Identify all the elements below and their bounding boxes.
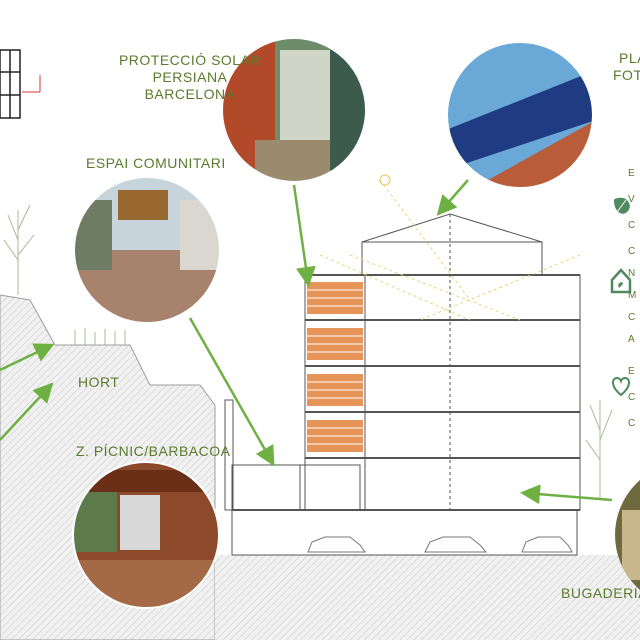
label-proteccio-line3: BARCELONA (144, 86, 236, 102)
label-plaques-line1: PLA (619, 50, 640, 66)
vegetation (3, 204, 613, 500)
building-section (224, 213, 581, 556)
side-letter: C (628, 392, 636, 403)
label-bugaderia: BUGADERIA (561, 585, 640, 601)
plan-thumbnail (0, 49, 21, 119)
side-letter: M (628, 290, 637, 301)
side-letters: E V C C N M C A E C C (628, 168, 640, 430)
label-espai-comunitari: ESPAI COMUNITARI (86, 155, 226, 171)
label-proteccio-solar: PROTECCIÓ SOLAR PERSIANA BARCELONA (100, 52, 280, 103)
label-hort: HORT (78, 374, 120, 390)
side-letter: E (628, 366, 635, 377)
side-letter: N (628, 268, 636, 279)
ground-hatch-right (215, 555, 640, 640)
sun-lines (319, 179, 581, 321)
label-proteccio-line2: PERSIANA (152, 69, 228, 85)
side-letter: A (628, 334, 635, 345)
label-proteccio-line1: PROTECCIÓ SOLAR (118, 52, 262, 68)
label-picnic: Z. PÍCNIC/BARBACOA (76, 443, 231, 459)
leaf-icon (613, 197, 630, 217)
photo-picnic-barbacoa (73, 462, 219, 608)
label-plaques-line2: FOTOVO (613, 67, 640, 83)
side-letter: C (628, 312, 636, 323)
label-plaques: PLA FOTOVO (613, 50, 640, 84)
side-letter: V (628, 194, 635, 205)
side-letter: E (628, 168, 635, 179)
house-icon (610, 268, 632, 294)
side-letter: C (628, 220, 636, 231)
leader-arrows (0, 179, 613, 505)
parked-cars (307, 536, 573, 553)
heart-icon (612, 376, 630, 397)
side-letter: C (628, 418, 636, 429)
side-letter: C (628, 246, 636, 257)
